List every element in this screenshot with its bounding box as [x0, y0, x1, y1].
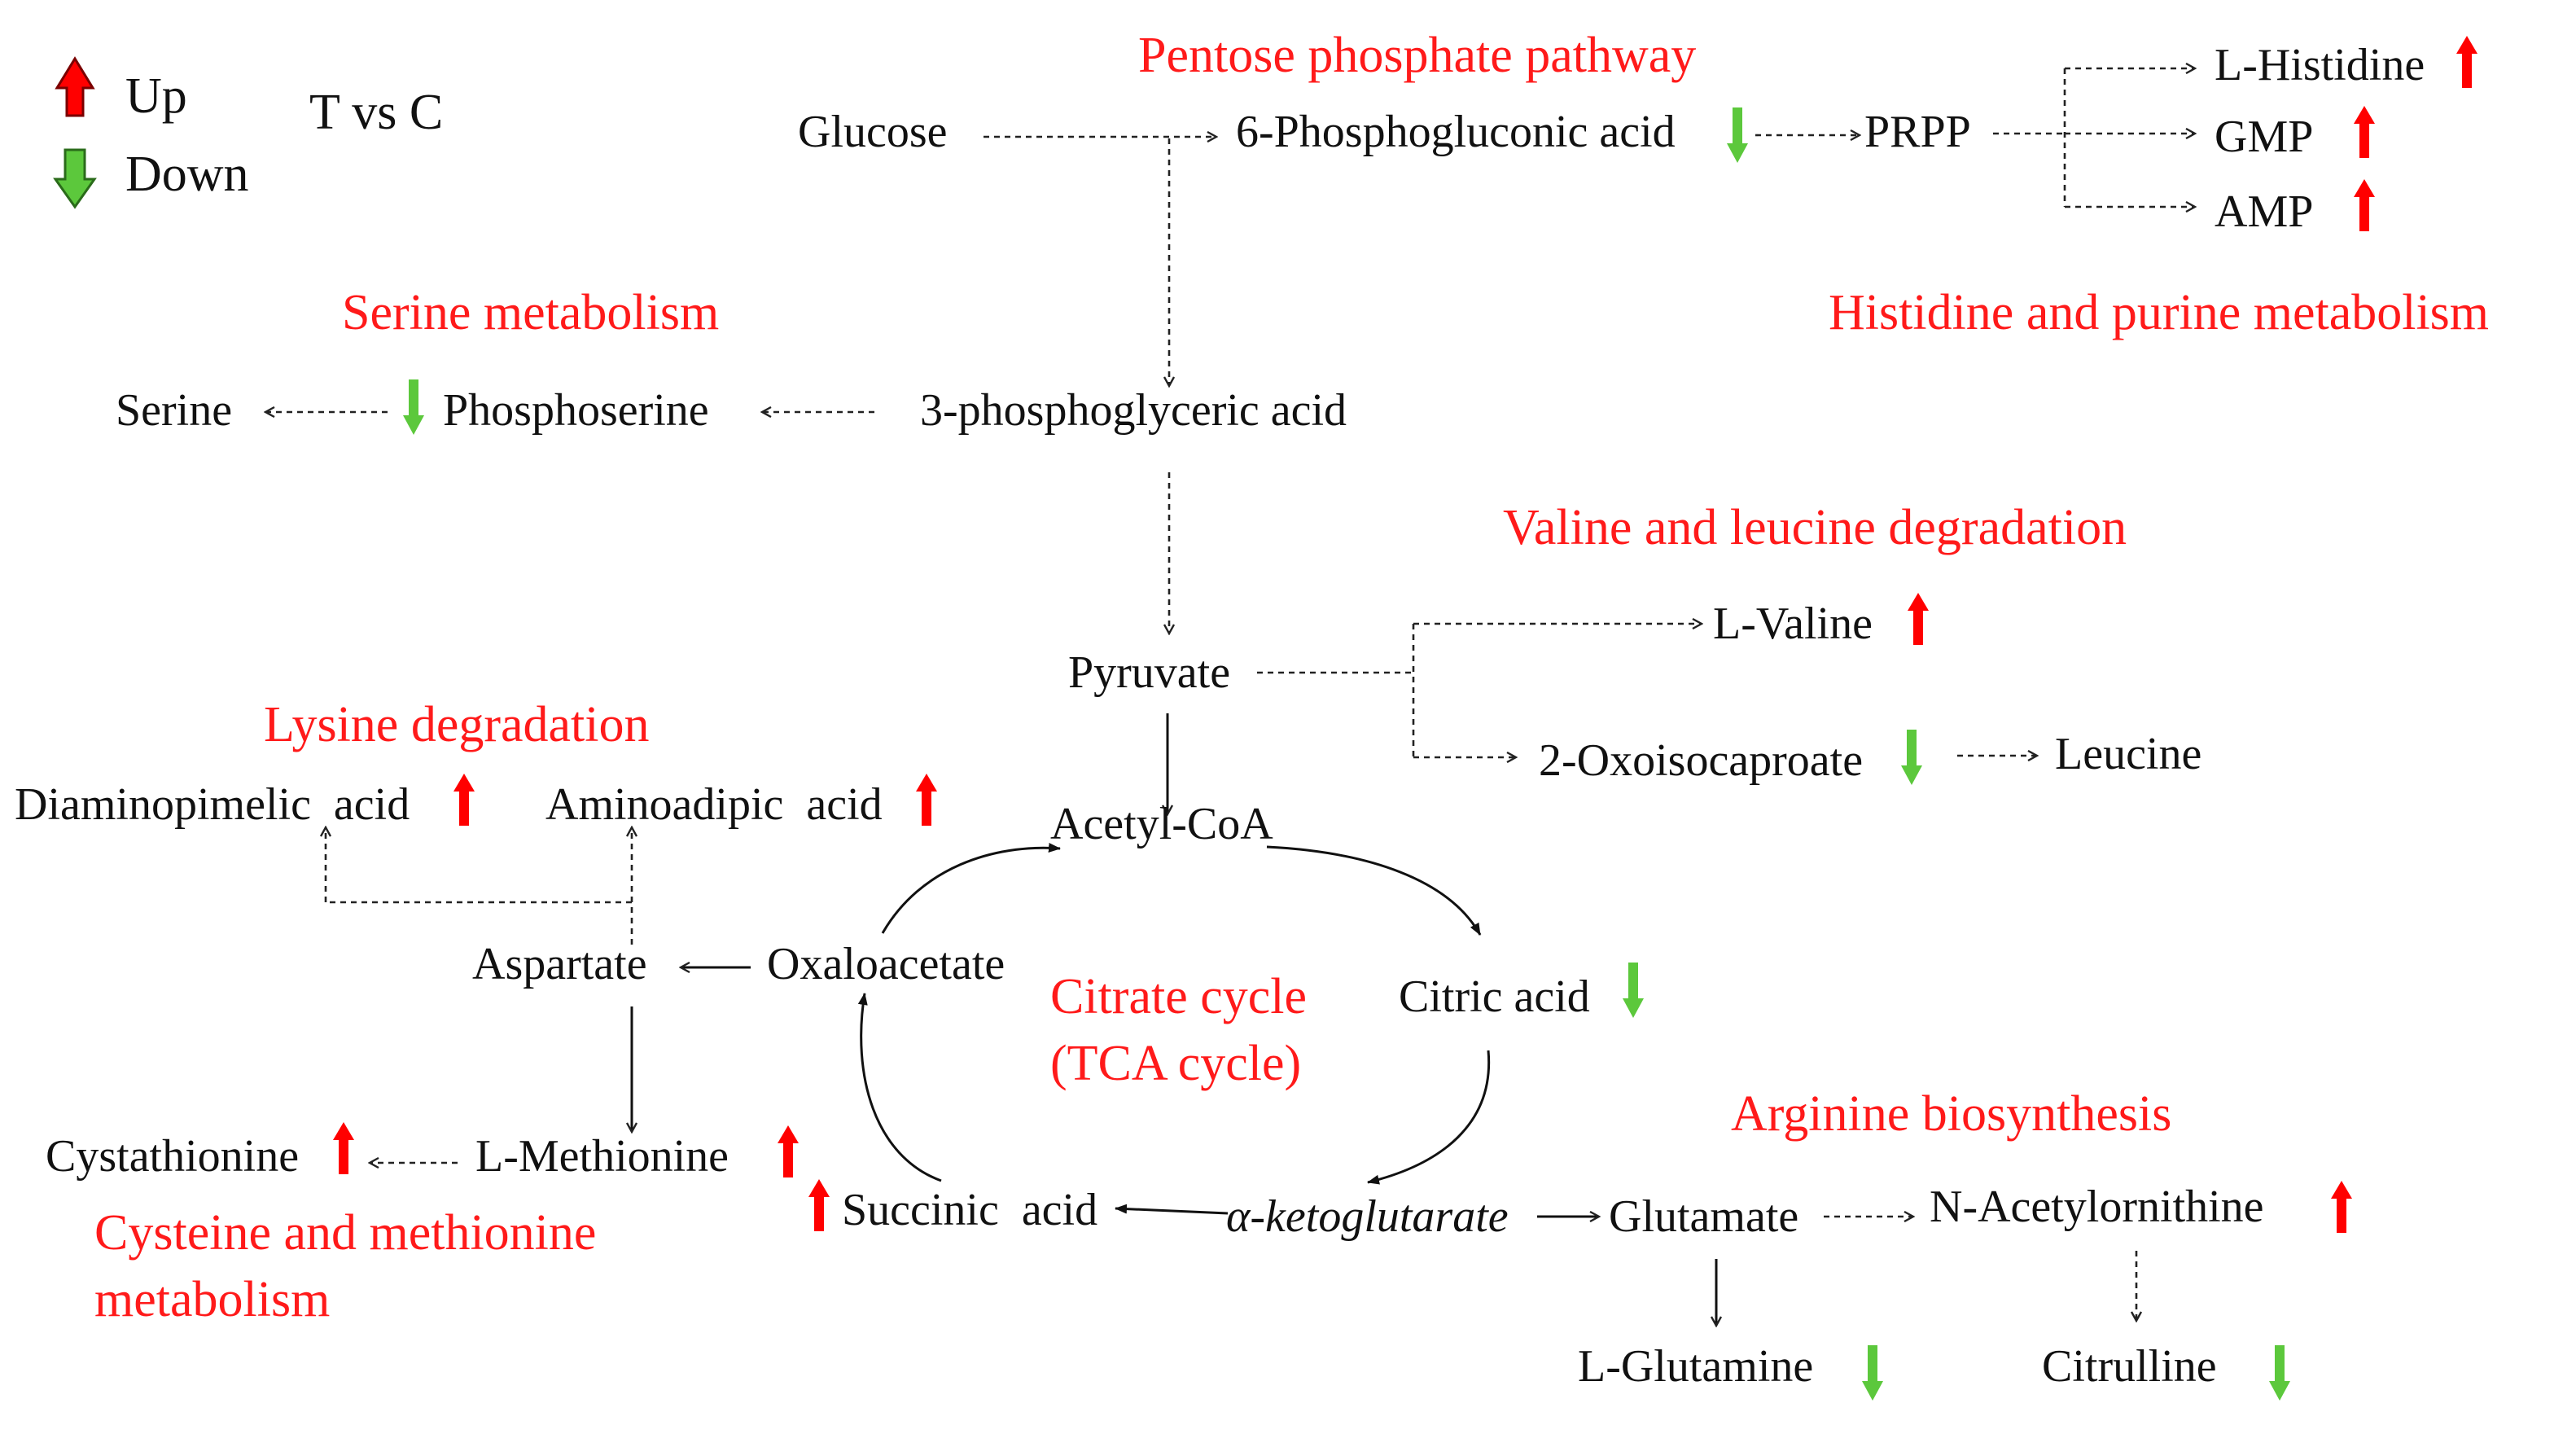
node-valine: L-Valine — [1713, 599, 1873, 649]
up-arrow-icon-cystathionine — [333, 1122, 354, 1174]
edge-acetylcoa-citric — [1266, 845, 1482, 936]
node-serine: Serine — [116, 385, 232, 436]
node-glutamine: L-Glutamine — [1578, 1341, 1813, 1392]
legend: Up Down T vs C — [53, 56, 443, 209]
connectors — [265, 68, 2195, 1326]
up-arrow-icon-succinic — [808, 1179, 830, 1231]
down-arrow-icon-glutamine — [1862, 1345, 1883, 1401]
pathway-title-tca-line2: (TCA cycle) — [1050, 1036, 1301, 1091]
down-arrow-icon-phosphogluconic — [1727, 107, 1748, 163]
down-arrow-icon-citric — [1623, 963, 1644, 1018]
down-arrow-icon-citrulline — [2269, 1345, 2290, 1401]
node-phosphoglyceric: 3-phosphoglyceric acid — [920, 385, 1347, 436]
node-aminoadipic: Aminoadipic acid — [545, 779, 883, 830]
up-arrow-icon-diaminopimelic — [453, 774, 475, 826]
up-arrow-icon-valine — [1908, 593, 1929, 645]
node-oxoisocaproate: 2-Oxoisocaproate — [1539, 735, 1863, 786]
node-phosphoserine: Phosphoserine — [443, 385, 709, 436]
up-arrow-icon-aminoadipic — [916, 774, 937, 826]
edge-oxaloacetate-acetylcoa — [881, 843, 1061, 934]
node-aspartate: Aspartate — [472, 939, 647, 989]
pathway-title-arginine: Arginine biosynthesis — [1731, 1086, 2171, 1142]
edge-citric-ketoglutarate — [1367, 1050, 1491, 1185]
node-ketoglutarate: α-ketoglutarate — [1226, 1191, 1509, 1242]
legend-down-arrow-icon — [53, 148, 97, 209]
node-succinic: Succinic acid — [842, 1185, 1097, 1235]
regulation-arrows — [333, 36, 2477, 1401]
pathway-title-cysteine-line1: Cysteine and methionine — [94, 1205, 596, 1261]
node-citric: Citric acid — [1399, 971, 1590, 1022]
node-diaminopimelic: Diaminopimelic acid — [15, 779, 410, 830]
pathway-title-histidine-purine: Histidine and purine metabolism — [1829, 285, 2489, 340]
edge-succinic-oxaloacetate — [857, 993, 942, 1182]
legend-up-arrow-icon — [55, 56, 95, 117]
node-glucose: Glucose — [798, 107, 948, 157]
node-histidine: L-Histidine — [2215, 40, 2425, 90]
pathway-title-valine-leucine: Valine and leucine degradation — [1503, 500, 2127, 555]
up-arrow-icon-acetylornithine — [2331, 1181, 2352, 1233]
node-oxaloacetate: Oxaloacetate — [767, 939, 1005, 989]
node-citrulline: Citrulline — [2042, 1341, 2217, 1392]
pathway-title-tca-line1: Citrate cycle — [1050, 969, 1307, 1024]
edge-ketoglutarate-succinic — [1115, 1204, 1229, 1215]
up-arrow-icon-amp — [2354, 179, 2375, 231]
node-cystathionine: Cystathionine — [46, 1131, 299, 1182]
node-phosphogluconic: 6-Phosphogluconic acid — [1236, 107, 1676, 157]
down-arrow-icon-phosphoserine — [403, 379, 424, 435]
pathway-title-pentose: Pentose phosphate pathway — [1138, 28, 1696, 83]
up-arrow-icon-histidine — [2456, 36, 2477, 88]
node-prpp: PRPP — [1864, 107, 1971, 157]
legend-comparison-label: T vs C — [309, 85, 443, 140]
node-acetylornithine: N-Acetylornithine — [1930, 1182, 2264, 1232]
node-acetylcoa: Acetyl-CoA — [1050, 799, 1273, 849]
pathway-title-serine: Serine metabolism — [342, 285, 719, 340]
node-methionine: L-Methionine — [475, 1131, 729, 1182]
legend-up-label: Up — [125, 68, 187, 124]
node-amp: AMP — [2215, 186, 2313, 237]
node-leucine: Leucine — [2055, 729, 2201, 779]
pathway-title-lysine: Lysine degradation — [264, 697, 649, 752]
metabolites: Glucose 6-Phosphogluconic acid PRPP L-Hi… — [15, 40, 2425, 1392]
up-arrow-icon-gmp — [2354, 106, 2375, 158]
up-arrow-icon-methionine — [778, 1125, 799, 1177]
pathway-title-cysteine-line2: metabolism — [94, 1272, 330, 1327]
legend-down-label: Down — [125, 147, 249, 202]
node-gmp: GMP — [2215, 112, 2313, 162]
down-arrow-icon-oxoisocaproate — [1901, 730, 1922, 785]
node-pyruvate: Pyruvate — [1068, 647, 1230, 698]
node-glutamate: Glutamate — [1609, 1191, 1798, 1242]
